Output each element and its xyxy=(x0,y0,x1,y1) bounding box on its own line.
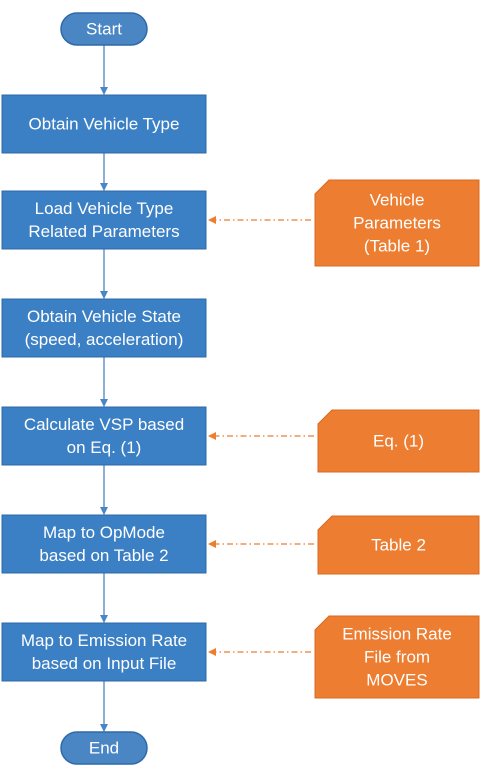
input-card-1-line-3: (Table 1) xyxy=(364,237,430,256)
process-step-5: Map to OpMode based on Table 2 xyxy=(1,514,207,574)
process-step-4-line-2: on Eq. (1) xyxy=(67,438,142,457)
process-step-2-line-1: Load Vehicle Type xyxy=(35,199,174,218)
process-step-6: Map to Emission Rate based on Input File xyxy=(1,622,207,682)
process-step-shape xyxy=(1,190,207,250)
start-terminal: Start xyxy=(60,12,148,46)
process-step-6-line-1: Map to Emission Rate xyxy=(21,631,187,650)
process-step-shape xyxy=(1,622,207,682)
input-card-4-line-3: MOVES xyxy=(366,671,427,690)
process-step-1-line-1: Obtain Vehicle Type xyxy=(29,115,180,134)
process-step-3: Obtain Vehicle State (speed, acceleration… xyxy=(1,298,207,358)
process-step-5-line-1: Map to OpMode xyxy=(43,523,165,542)
end-terminal-shape xyxy=(60,731,148,765)
end-terminal: End xyxy=(60,731,148,765)
input-card-4-line-2: File from xyxy=(364,648,430,667)
start-terminal-shape xyxy=(60,12,148,46)
process-step-shape xyxy=(1,514,207,574)
process-step-4-line-1: Calculate VSP based xyxy=(24,415,184,434)
process-step-6-line-2: based on Input File xyxy=(32,654,177,673)
process-step-2-line-2: Related Parameters xyxy=(28,222,179,241)
input-card-shape xyxy=(317,409,480,473)
process-step-3-line-2: (speed, acceleration) xyxy=(25,330,184,349)
input-card-4-line-1: Emission Rate xyxy=(342,625,452,644)
input-card-2-line-1: Eq. (1) xyxy=(373,432,424,451)
start-terminal-label: Start xyxy=(86,20,122,39)
input-card-2: Eq. (1) xyxy=(317,409,480,473)
input-card-shape xyxy=(314,615,480,699)
process-step-3-line-1: Obtain Vehicle State xyxy=(27,307,181,326)
process-step-4: Calculate VSP based on Eq. (1) xyxy=(1,406,207,466)
end-terminal-label: End xyxy=(89,739,119,758)
connectors xyxy=(100,45,314,732)
input-card-shape xyxy=(314,179,480,267)
input-card-1-line-2: Parameters xyxy=(353,214,441,233)
input-card-shape xyxy=(317,515,480,575)
process-step-shape xyxy=(1,406,207,466)
input-card-3: Table 2 xyxy=(317,515,480,575)
input-card-1-line-1: Vehicle xyxy=(370,191,425,210)
process-step-shape xyxy=(1,298,207,358)
process-step-1: Obtain Vehicle Type xyxy=(1,94,207,154)
process-step-5-line-2: based on Table 2 xyxy=(39,546,168,565)
input-card-3-line-1: Table 2 xyxy=(371,536,426,555)
process-step-shape xyxy=(1,94,207,154)
